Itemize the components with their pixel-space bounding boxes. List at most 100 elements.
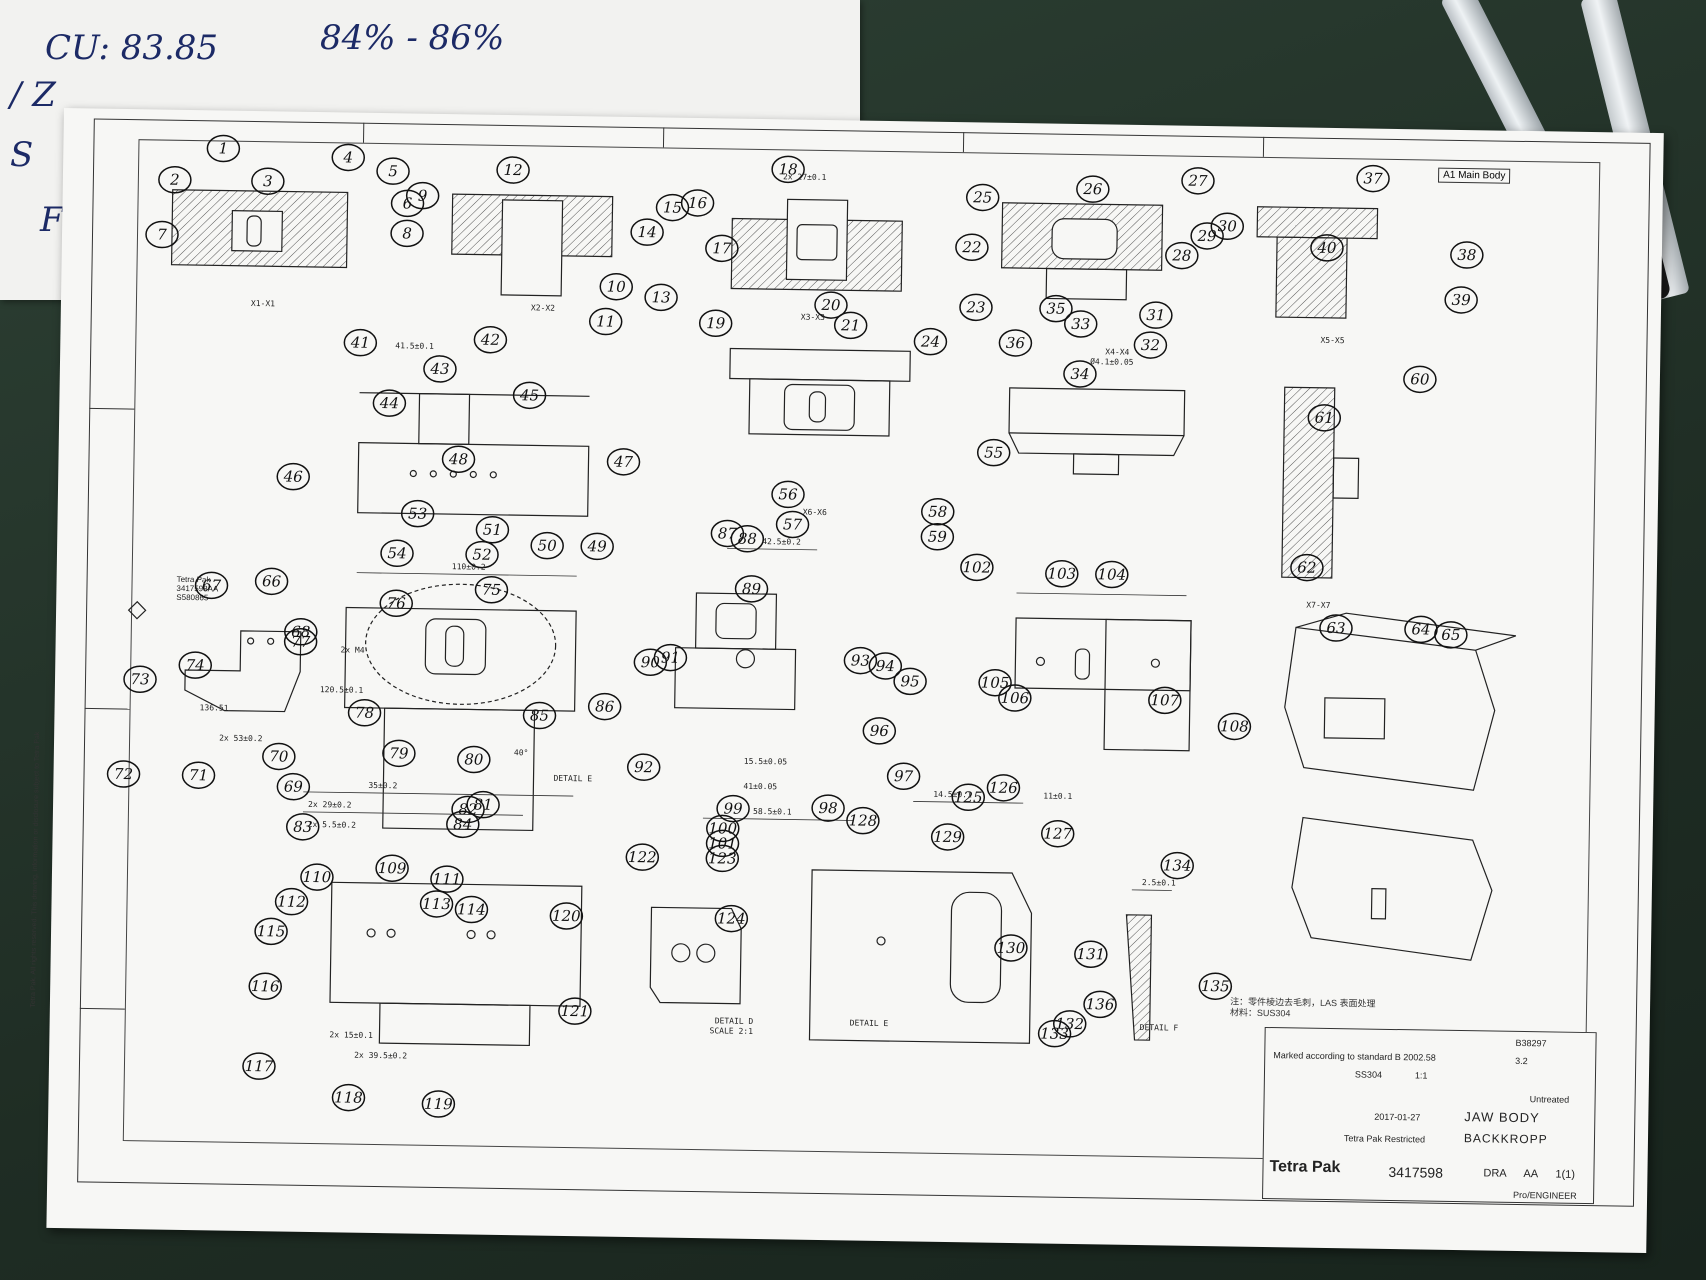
balloon-label-24: 24 <box>920 332 940 350</box>
dimension-text: 136.51 <box>200 703 229 712</box>
balloon-96 <box>862 717 897 745</box>
dimension-text: Ø4.1±0.05 <box>1090 356 1134 367</box>
balloon-15 <box>655 193 690 222</box>
balloon-label-94: 94 <box>876 657 895 675</box>
note-line-5: F <box>40 200 64 240</box>
balloon-63 <box>1319 614 1353 642</box>
balloon-109 <box>375 854 409 882</box>
balloon-52 <box>465 540 499 569</box>
balloon-label-76: 76 <box>387 594 407 612</box>
dimension-text: 2x 39.5±0.2 <box>354 1051 407 1061</box>
balloon-87 <box>710 519 745 548</box>
balloon-label-32: 32 <box>1141 336 1160 354</box>
balloon-127 <box>1040 819 1075 848</box>
balloon-label-49: 49 <box>586 537 607 555</box>
title-block: Marked according to standard B 2002.58 B… <box>1262 1026 1597 1205</box>
section-label: DETAIL E <box>850 1018 889 1028</box>
balloon-label-18: 18 <box>778 160 797 178</box>
balloon-4 <box>331 143 366 172</box>
balloon-label-3: 3 <box>263 172 273 190</box>
balloon-label-15: 15 <box>663 198 682 216</box>
balloon-label-37: 37 <box>1363 169 1383 187</box>
balloon-80 <box>457 745 491 774</box>
balloon-label-62: 62 <box>1297 558 1316 576</box>
balloon-label-98: 98 <box>818 799 837 817</box>
balloon-label-68: 68 <box>291 623 310 641</box>
balloon-83 <box>285 813 320 841</box>
balloon-label-52: 52 <box>472 545 491 563</box>
balloon-label-43: 43 <box>429 360 449 378</box>
balloon-label-130: 130 <box>996 939 1025 957</box>
tb-untreated: Untreated <box>1529 1094 1570 1105</box>
balloon-114 <box>454 895 489 924</box>
tb-part-name: JAW BODY <box>1464 1109 1540 1126</box>
balloon-label-28: 28 <box>1171 246 1191 264</box>
balloon-26 <box>1076 175 1110 203</box>
dimension-text: 110±0.2 <box>452 562 486 572</box>
balloon-label-46: 46 <box>283 467 304 485</box>
balloon-94 <box>868 652 903 680</box>
balloon-label-48: 48 <box>448 450 468 468</box>
balloon-20 <box>814 291 848 319</box>
balloon-label-60: 60 <box>1410 370 1430 388</box>
balloon-92 <box>626 753 661 781</box>
balloon-81 <box>466 790 500 819</box>
balloon-73 <box>123 665 157 694</box>
balloon-124 <box>714 904 749 933</box>
balloon-label-40: 40 <box>1316 239 1337 257</box>
balloon-label-38: 38 <box>1457 246 1476 264</box>
balloon-label-95: 95 <box>900 672 919 690</box>
section-x5 <box>1256 206 1379 319</box>
balloon-56 <box>771 480 805 509</box>
balloon-label-115: 115 <box>257 922 286 940</box>
frame-ticks <box>79 122 1265 1010</box>
balloon-28 <box>1165 241 1199 270</box>
dimension-text: 2x 29±0.2 <box>308 800 352 810</box>
balloon-46 <box>276 462 310 491</box>
balloon-label-79: 79 <box>389 744 409 762</box>
dimension-text: 58.5±0.1 <box>753 807 792 817</box>
balloon-61 <box>1307 404 1342 432</box>
balloon-label-10: 10 <box>607 278 627 296</box>
balloon-54 <box>380 539 414 568</box>
balloon-104 <box>1095 560 1129 589</box>
balloon-85 <box>522 701 557 730</box>
tb-date: 2017-01-27 <box>1374 1111 1421 1123</box>
dimension-text: 120.5±0.1 <box>320 685 364 695</box>
balloon-93 <box>843 646 878 675</box>
note-line-4: S <box>10 135 34 175</box>
balloon-108 <box>1217 712 1252 741</box>
balloon-18 <box>771 155 805 184</box>
balloon-label-9: 9 <box>418 187 428 205</box>
balloon-111 <box>430 865 464 893</box>
dimension-text: 2x M4 <box>340 645 364 654</box>
balloon-31 <box>1139 301 1173 329</box>
dimension-text: 42.5±0.2 <box>762 537 801 547</box>
balloon-10 <box>599 272 634 301</box>
balloon-label-113: 113 <box>422 895 451 913</box>
balloon-label-110: 110 <box>302 868 331 886</box>
balloon-label-41: 41 <box>350 334 370 352</box>
balloon-label-22: 22 <box>961 238 981 256</box>
balloon-106 <box>998 684 1032 712</box>
balloon-label-107: 107 <box>1150 691 1179 709</box>
balloon-label-47: 47 <box>613 453 634 471</box>
dimension-text: 35±0.2 <box>368 781 397 790</box>
view-detail-e <box>808 869 1033 1044</box>
balloon-label-2: 2 <box>169 171 180 189</box>
balloon-label-36: 36 <box>1006 334 1026 352</box>
balloon-label-21: 21 <box>840 316 860 334</box>
balloon-label-78: 78 <box>355 704 374 722</box>
balloon-86 <box>587 692 622 721</box>
tb-sheet: 1(1) <box>1555 1168 1576 1181</box>
balloon-label-111: 111 <box>432 870 461 888</box>
balloon-label-66: 66 <box>262 572 282 590</box>
balloon-label-29: 29 <box>1196 227 1217 245</box>
balloon-121 <box>558 997 592 1025</box>
view-x6 <box>729 347 911 437</box>
balloon-label-134: 134 <box>1163 856 1192 874</box>
balloon-label-118: 118 <box>334 1088 363 1106</box>
balloon-43 <box>423 355 457 383</box>
engineering-drawing-sheet: A1 Main Body Tetra Pak 3417598AA S580865… <box>30 108 1664 1253</box>
balloon-label-69: 69 <box>284 778 304 796</box>
